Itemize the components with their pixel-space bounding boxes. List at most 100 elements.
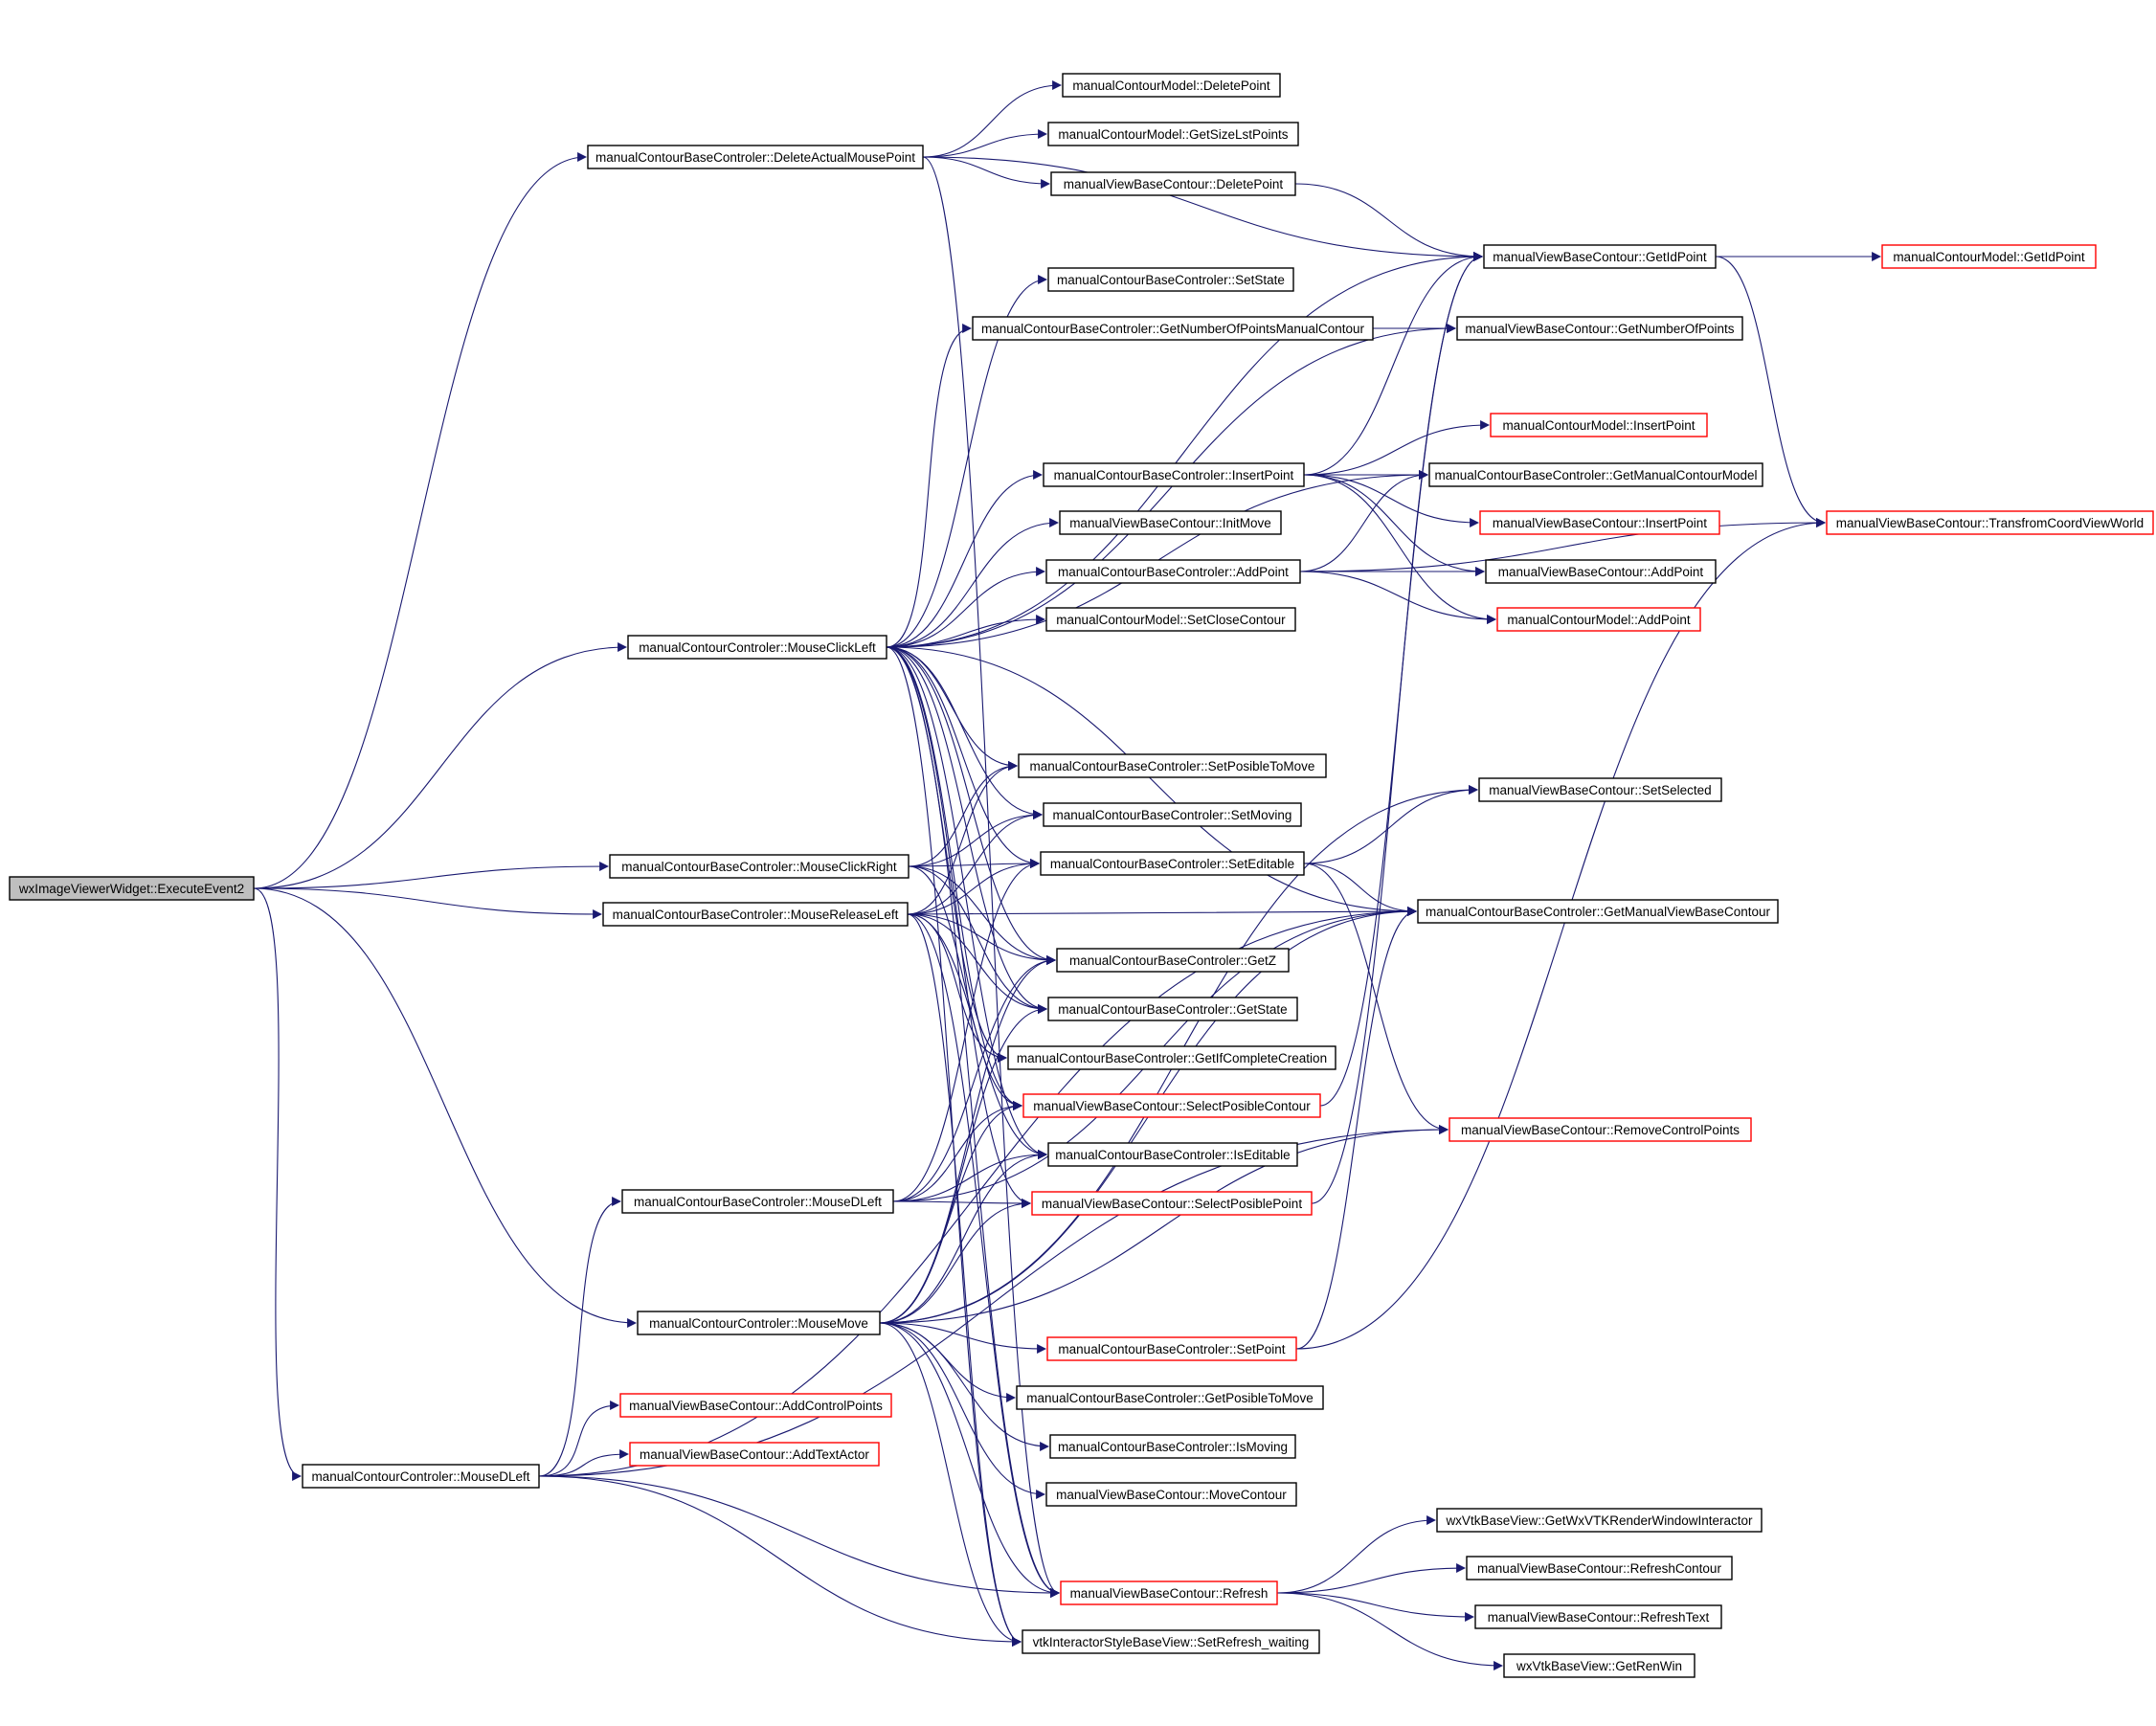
- edge-click-right-to-set-posible-to-move: [908, 761, 1018, 867]
- edge-click-left-to-select-posible-point: [886, 646, 1031, 1208]
- node-label: manualViewBaseContour::DeletePoint: [1064, 177, 1284, 191]
- node-model-insert-point[interactable]: manualContourModel::InsertPoint: [1490, 413, 1708, 437]
- node-get-if-complete[interactable]: manualContourBaseControler::GetIfComplet…: [1007, 1045, 1336, 1070]
- edge-click-left-to-insert-point-ctrl: [886, 470, 1043, 648]
- node-get-state[interactable]: manualContourBaseControler::GetState: [1047, 997, 1298, 1021]
- node-label: manualViewBaseContour::AddPoint: [1498, 565, 1704, 579]
- edge-refresh-to-refresh-text: [1276, 1592, 1474, 1622]
- node-set-selected[interactable]: manualViewBaseContour::SetSelected: [1478, 777, 1722, 802]
- node-add-text-actor[interactable]: manualViewBaseContour::AddTextActor: [629, 1442, 880, 1467]
- edge-root-to-delete-actual: [253, 152, 587, 889]
- node-label: manualContourBaseControler::MouseRelease…: [613, 908, 899, 922]
- node-view-insert-point[interactable]: manualViewBaseContour::InsertPoint: [1479, 510, 1720, 535]
- node-select-posible-point[interactable]: manualViewBaseContour::SelectPosiblePoin…: [1031, 1191, 1313, 1216]
- node-add-control-points[interactable]: manualViewBaseContour::AddControlPoints: [619, 1393, 892, 1418]
- node-init-move[interactable]: manualViewBaseContour::InitMove: [1059, 510, 1282, 535]
- edge-refresh-to-get-ren-win: [1276, 1592, 1503, 1670]
- node-label: manualContourBaseControler::MouseDLeft: [634, 1195, 882, 1209]
- node-ctrl-dleft[interactable]: manualContourControler::MouseDLeft: [302, 1464, 540, 1489]
- node-get-manual-contour-model[interactable]: manualContourBaseControler::GetManualCon…: [1428, 462, 1763, 487]
- edge-click-left-to-add-point-ctrl: [886, 567, 1045, 648]
- node-set-close-contour[interactable]: manualContourModel::SetCloseContour: [1045, 607, 1296, 632]
- node-model-get-id-point[interactable]: manualContourModel::GetIdPoint: [1881, 244, 2097, 269]
- node-view-add-point[interactable]: manualViewBaseContour::AddPoint: [1485, 559, 1717, 584]
- node-delete-actual[interactable]: manualContourBaseControler::DeleteActual…: [587, 145, 924, 169]
- node-set-state[interactable]: manualContourBaseControler::SetState: [1047, 267, 1294, 292]
- node-mouse-move[interactable]: manualContourControler::MouseMove: [637, 1311, 881, 1335]
- node-model-add-point[interactable]: manualContourModel::AddPoint: [1496, 607, 1701, 632]
- node-click-left[interactable]: manualContourControler::MouseClickLeft: [627, 635, 887, 660]
- edge-base-dleft-to-is-editable: [892, 1150, 1047, 1202]
- node-get-manual-view-base[interactable]: manualContourBaseControler::GetManualVie…: [1417, 899, 1779, 924]
- node-box: [1022, 1093, 1321, 1118]
- node-get-posible-to-move[interactable]: manualContourBaseControler::GetPosibleTo…: [1016, 1385, 1324, 1410]
- edge-click-left-to-set-editable: [886, 646, 1040, 868]
- node-box: [1007, 1045, 1336, 1070]
- edge-root-to-release-left: [253, 887, 602, 919]
- edge-base-dleft-to-select-posible-point: [892, 1199, 1031, 1208]
- node-label: manualContourModel::GetSizeLstPoints: [1058, 127, 1288, 142]
- node-label: manualViewBaseContour::MoveContour: [1056, 1488, 1287, 1502]
- node-click-right[interactable]: manualContourBaseControler::MouseClickRi…: [609, 854, 910, 879]
- node-view-get-num-points[interactable]: manualViewBaseContour::GetNumberOfPoints: [1456, 316, 1743, 341]
- node-view-get-id-point[interactable]: manualViewBaseContour::GetIdPoint: [1483, 244, 1717, 269]
- node-release-left[interactable]: manualContourBaseControler::MouseRelease…: [602, 902, 909, 927]
- node-base-dleft[interactable]: manualContourBaseControler::MouseDLeft: [621, 1189, 894, 1214]
- node-box: [621, 1189, 894, 1214]
- node-view-delete-point[interactable]: manualViewBaseContour::DeletePoint: [1050, 171, 1296, 196]
- node-insert-point-ctrl[interactable]: manualContourBaseControler::InsertPoint: [1043, 462, 1305, 487]
- node-set-posible-to-move[interactable]: manualContourBaseControler::SetPosibleTo…: [1018, 753, 1327, 778]
- edge-delete-actual-to-get-size-lst: [922, 129, 1047, 158]
- node-move-contour[interactable]: manualViewBaseContour::MoveContour: [1045, 1482, 1297, 1507]
- node-box: [1062, 73, 1281, 98]
- node-box: [1043, 462, 1305, 487]
- edge-click-right-to-select-posible-contour: [908, 865, 1022, 1110]
- node-label: manualContourBaseControler::GetManualVie…: [1426, 905, 1770, 919]
- node-is-editable[interactable]: manualContourBaseControler::IsEditable: [1047, 1142, 1298, 1167]
- node-get-size-lst[interactable]: manualContourModel::GetSizeLstPoints: [1047, 122, 1299, 146]
- node-root[interactable]: wxImageViewerWidget::ExecuteEvent2: [9, 876, 255, 901]
- node-refresh[interactable]: manualViewBaseContour::Refresh: [1060, 1580, 1278, 1605]
- node-get-ren-win[interactable]: wxVtkBaseView::GetRenWin: [1503, 1653, 1696, 1678]
- node-select-posible-contour[interactable]: manualViewBaseContour::SelectPosibleCont…: [1022, 1093, 1321, 1118]
- edge-refresh-to-refresh-contour: [1276, 1563, 1466, 1594]
- node-model-delete-point[interactable]: manualContourModel::DeletePoint: [1062, 73, 1281, 98]
- edge-mouse-move-to-is-moving: [879, 1322, 1049, 1451]
- node-box: [1060, 1580, 1278, 1605]
- edge-mouse-move-to-remove-control-points: [879, 1125, 1449, 1324]
- node-get-render-win-interactor[interactable]: wxVtkBaseView::GetWxVTKRenderWindowInter…: [1436, 1508, 1763, 1533]
- edge-release-left-to-refresh: [907, 913, 1060, 1598]
- edge-release-left-to-set-posible-to-move: [907, 761, 1018, 915]
- node-refresh-text[interactable]: manualViewBaseContour::RefreshText: [1474, 1604, 1722, 1629]
- node-refresh-contour[interactable]: manualViewBaseContour::RefreshContour: [1466, 1556, 1733, 1580]
- function-nodes: wxImageViewerWidget::ExecuteEvent2manual…: [9, 73, 2154, 1678]
- node-box: [1490, 413, 1708, 437]
- node-box: [602, 902, 909, 927]
- node-label: manualContourControler::MouseClickLeft: [639, 640, 876, 655]
- node-is-moving[interactable]: manualContourBaseControler::IsMoving: [1049, 1434, 1296, 1459]
- node-add-point-ctrl[interactable]: manualContourBaseControler::AddPoint: [1045, 559, 1301, 584]
- node-set-refresh-waiting[interactable]: vtkInteractorStyleBaseView::SetRefresh_w…: [1022, 1629, 1320, 1654]
- edge-root-to-mouse-move: [253, 887, 637, 1328]
- edge-root-to-ctrl-dleft: [253, 887, 302, 1481]
- node-set-point[interactable]: manualContourBaseControler::SetPoint: [1046, 1336, 1297, 1361]
- node-remove-control-points[interactable]: manualViewBaseContour::RemoveControlPoin…: [1449, 1117, 1752, 1142]
- node-label: manualContourBaseControler::SetPoint: [1058, 1342, 1285, 1356]
- node-set-moving[interactable]: manualContourBaseControler::SetMoving: [1043, 802, 1302, 827]
- call-edges: [253, 80, 1881, 1670]
- edge-root-to-click-left: [253, 642, 627, 889]
- node-box: [1047, 1142, 1298, 1167]
- node-box: [627, 635, 887, 660]
- edge-release-left-to-get-state: [907, 913, 1047, 1014]
- node-get-z[interactable]: manualContourBaseControler::GetZ: [1056, 948, 1290, 973]
- node-box: [1049, 1434, 1296, 1459]
- edge-delete-actual-to-model-delete-point: [922, 80, 1062, 158]
- node-label: wxImageViewerWidget::ExecuteEvent2: [18, 882, 244, 896]
- node-box: [1478, 777, 1722, 802]
- node-get-num-points-manual[interactable]: manualContourBaseControler::GetNumberOfP…: [972, 316, 1374, 341]
- node-transform[interactable]: manualViewBaseContour::TransfromCoordVie…: [1826, 510, 2154, 535]
- edge-insert-point-ctrl-to-model-add-point: [1303, 474, 1496, 624]
- node-set-editable[interactable]: manualContourBaseControler::SetEditable: [1040, 851, 1305, 876]
- edge-view-delete-point-to-view-get-id-point: [1294, 183, 1483, 261]
